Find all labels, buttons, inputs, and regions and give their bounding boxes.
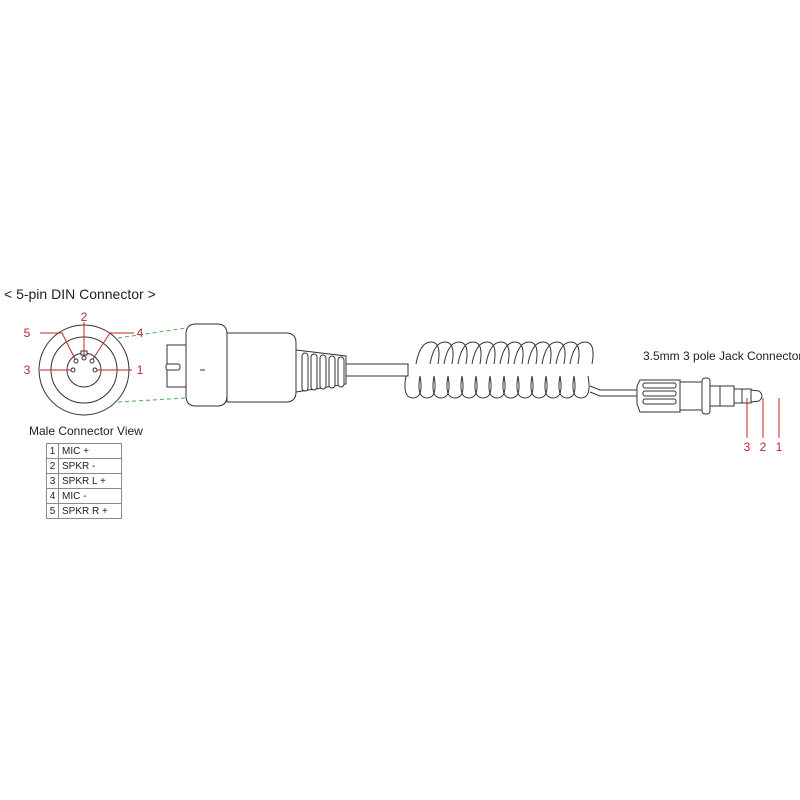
- din-pin-label-4: 4: [136, 326, 144, 340]
- projection-lines: [117, 327, 187, 403]
- table-row: 4 MIC -: [46, 488, 122, 504]
- din-pin-4: [89, 358, 95, 364]
- pin-number-cell: 5: [46, 503, 59, 519]
- table-row: 1 MIC +: [46, 443, 122, 459]
- coiled-cable: [404, 341, 637, 399]
- male-connector-view-label: Male Connector View: [29, 424, 143, 438]
- pin-number-cell: 3: [46, 473, 59, 489]
- strain-relief-ribs: [301, 352, 409, 392]
- din-connector-body: [165, 323, 347, 407]
- din-pin-3: [70, 367, 76, 373]
- jack-pin-label-1: 1: [775, 440, 783, 454]
- jack-connector-title: 3.5mm 3 pole Jack Connector: [643, 349, 800, 363]
- pin-number-cell: 2: [46, 458, 59, 474]
- din-pin-5: [73, 358, 79, 364]
- pin-signal-cell: MIC -: [58, 488, 122, 504]
- pin-signal-cell: SPKR L +: [58, 473, 122, 489]
- pin-signal-cell: MIC +: [58, 443, 122, 459]
- jack-pin-label-3: 3: [743, 440, 751, 454]
- din-pin-label-1: 1: [136, 363, 144, 377]
- din-connector-title: < 5-pin DIN Connector >: [4, 286, 156, 302]
- pin-signal-cell: SPKR -: [58, 458, 122, 474]
- din-pin-label-3: 3: [23, 363, 31, 377]
- pin-signal-cell: SPKR R +: [58, 503, 122, 519]
- pin-number-cell: 4: [46, 488, 59, 504]
- din-pin-2: [81, 355, 87, 361]
- table-row: 3 SPKR L +: [46, 473, 122, 489]
- pin-number-cell: 1: [46, 443, 59, 459]
- pinout-table: 1 MIC + 2 SPKR - 3 SPKR L + 4 MIC - 5 SP…: [46, 443, 122, 519]
- din-pin-leaders: [40, 322, 134, 371]
- jack-connector: [636, 377, 763, 415]
- din-pin-label-2: 2: [80, 310, 88, 324]
- table-row: 5 SPKR R +: [46, 503, 122, 519]
- jack-pin-label-2: 2: [759, 440, 767, 454]
- din-pin-label-5: 5: [23, 326, 31, 340]
- din-pin-1: [92, 367, 98, 373]
- table-row: 2 SPKR -: [46, 458, 122, 474]
- jack-pin-leaders: [746, 398, 780, 438]
